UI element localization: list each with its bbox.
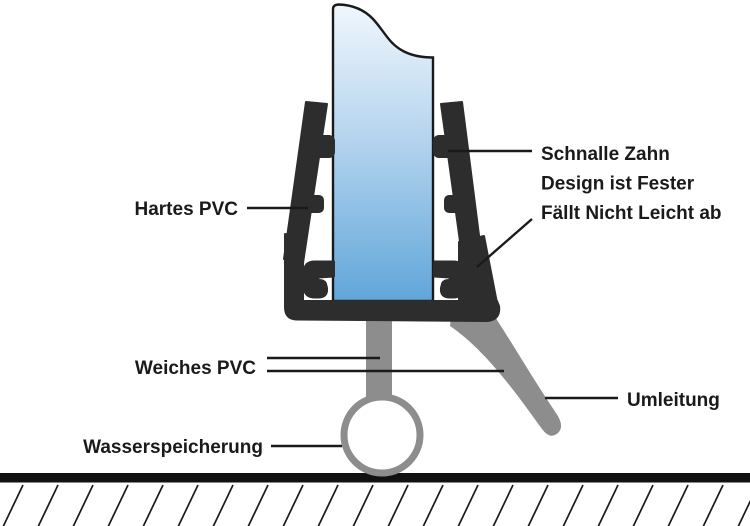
label-buckle-tooth-line2: Design ist Fester xyxy=(541,174,695,195)
right-notch-tooth xyxy=(444,195,470,213)
left-wall xyxy=(284,233,304,304)
floor-line xyxy=(0,473,750,483)
floor-hatching xyxy=(0,483,750,526)
glass-panel xyxy=(331,3,435,303)
label-diversion: Umleitung xyxy=(627,390,720,411)
label-soft-pvc: Weiches PVC xyxy=(135,358,256,379)
soft-pvc-group xyxy=(366,308,562,436)
soft-pvc-stem xyxy=(366,314,392,398)
left-notch-tooth xyxy=(298,195,324,213)
label-hard-pvc: Hartes PVC xyxy=(135,199,239,220)
leader-buckle-tooth-diagonal xyxy=(476,218,533,268)
label-water-storage: Wasserspeicherung xyxy=(83,437,263,458)
left-buckle-tooth xyxy=(309,135,335,158)
right-bottom-hook xyxy=(433,260,465,299)
label-buckle-tooth-line3: Fällt Nicht Leicht ab xyxy=(541,203,722,224)
diversion-flap xyxy=(450,308,562,436)
leader-lines xyxy=(247,149,618,448)
label-buckle-tooth-line1: Schnalle Zahn xyxy=(541,144,670,165)
left-bottom-hook xyxy=(303,260,335,299)
water-storage-circle xyxy=(340,393,424,477)
right-buckle-tooth xyxy=(433,135,459,158)
hard-pvc-profile xyxy=(283,101,501,323)
bottom-bar xyxy=(284,300,501,323)
